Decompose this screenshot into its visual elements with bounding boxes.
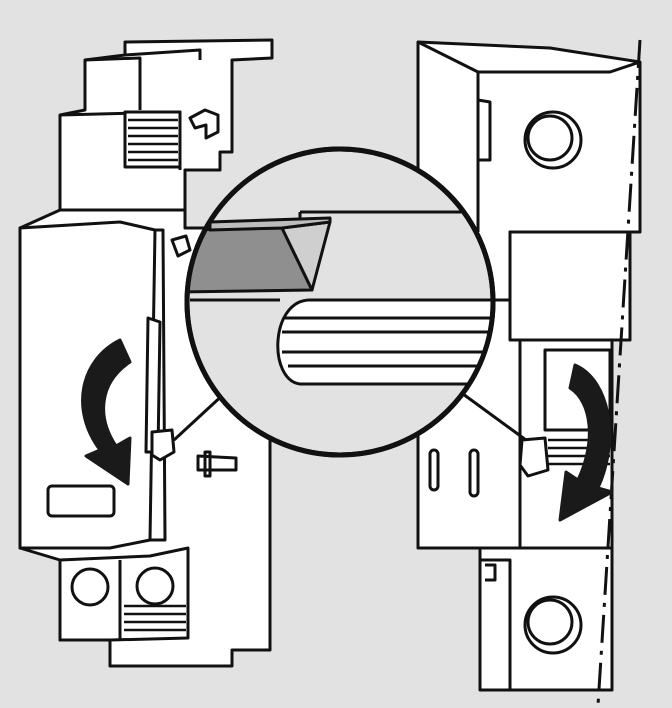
left-label-window [46, 484, 116, 518]
right-vent-1 [428, 448, 440, 492]
right-bottom-screw-inner [526, 598, 574, 646]
left-rotate-arrow [81, 338, 132, 486]
left-screw-1 [70, 567, 110, 607]
left-lever [150, 428, 176, 462]
magnified-rail-lines [282, 316, 493, 368]
left-top-hook [188, 108, 220, 140]
right-middle-block [508, 230, 632, 342]
left-latch [196, 450, 238, 478]
magnified-slot [276, 298, 493, 386]
right-bottom-face [480, 558, 512, 690]
din-rail-axis [596, 39, 642, 706]
right-vent-2 [468, 448, 480, 498]
right-leader-line [462, 392, 527, 442]
left-cover-edge [150, 228, 167, 542]
right-rotate-arrow [558, 363, 614, 522]
left-leader-line [172, 390, 228, 442]
magnified-latch-top [208, 216, 332, 232]
right-top-face [417, 40, 641, 232]
right-lever [518, 436, 550, 478]
magnifier-detail [184, 146, 496, 458]
left-upper-grip-ribs [128, 118, 178, 162]
left-nub [170, 234, 192, 258]
left-lower-grip-ribs [124, 604, 186, 632]
right-top-screw-inner [526, 114, 574, 162]
left-screw-2 [135, 566, 175, 606]
